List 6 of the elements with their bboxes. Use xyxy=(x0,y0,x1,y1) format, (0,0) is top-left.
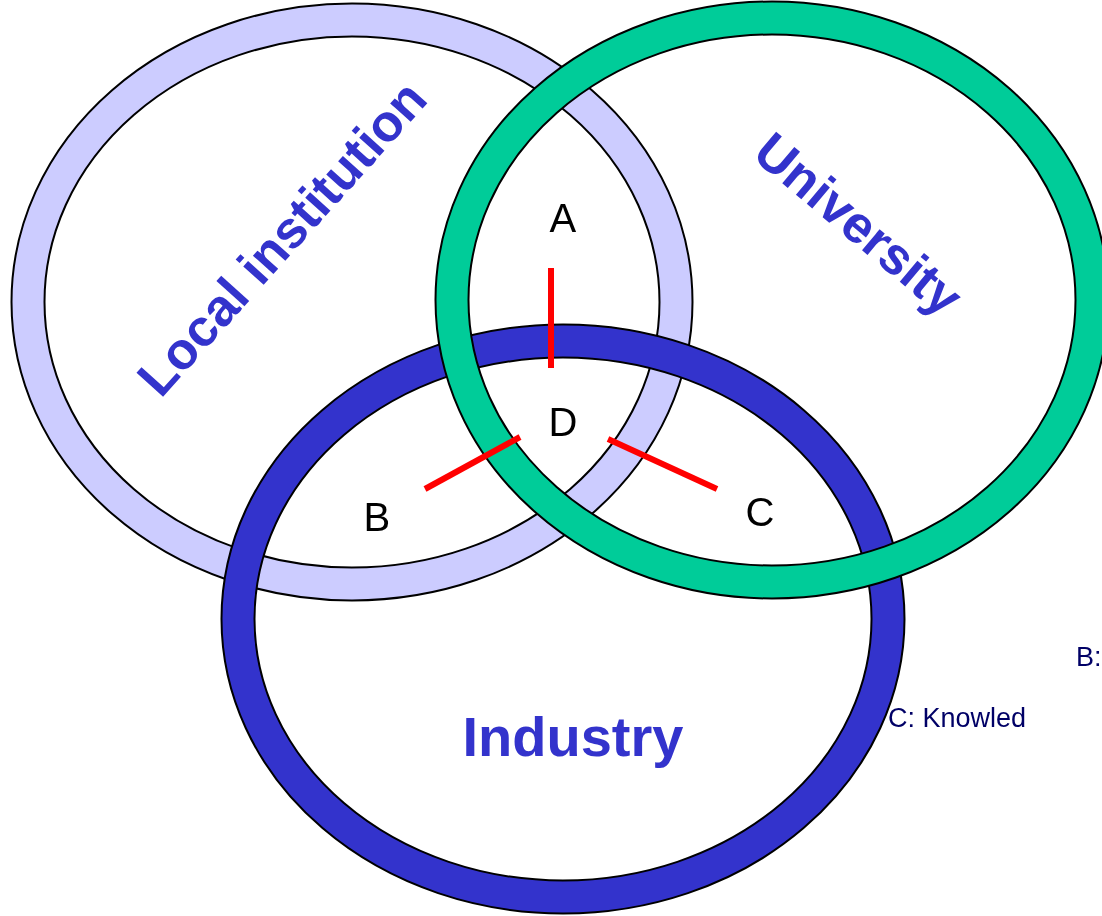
region-letter: C xyxy=(745,492,775,532)
legend-note: C: Knowled xyxy=(888,704,1027,732)
region-letter: B xyxy=(363,497,391,537)
region-letter: A xyxy=(549,198,577,238)
legend-note: B: xyxy=(1076,643,1102,671)
region-letter: D xyxy=(548,402,578,442)
